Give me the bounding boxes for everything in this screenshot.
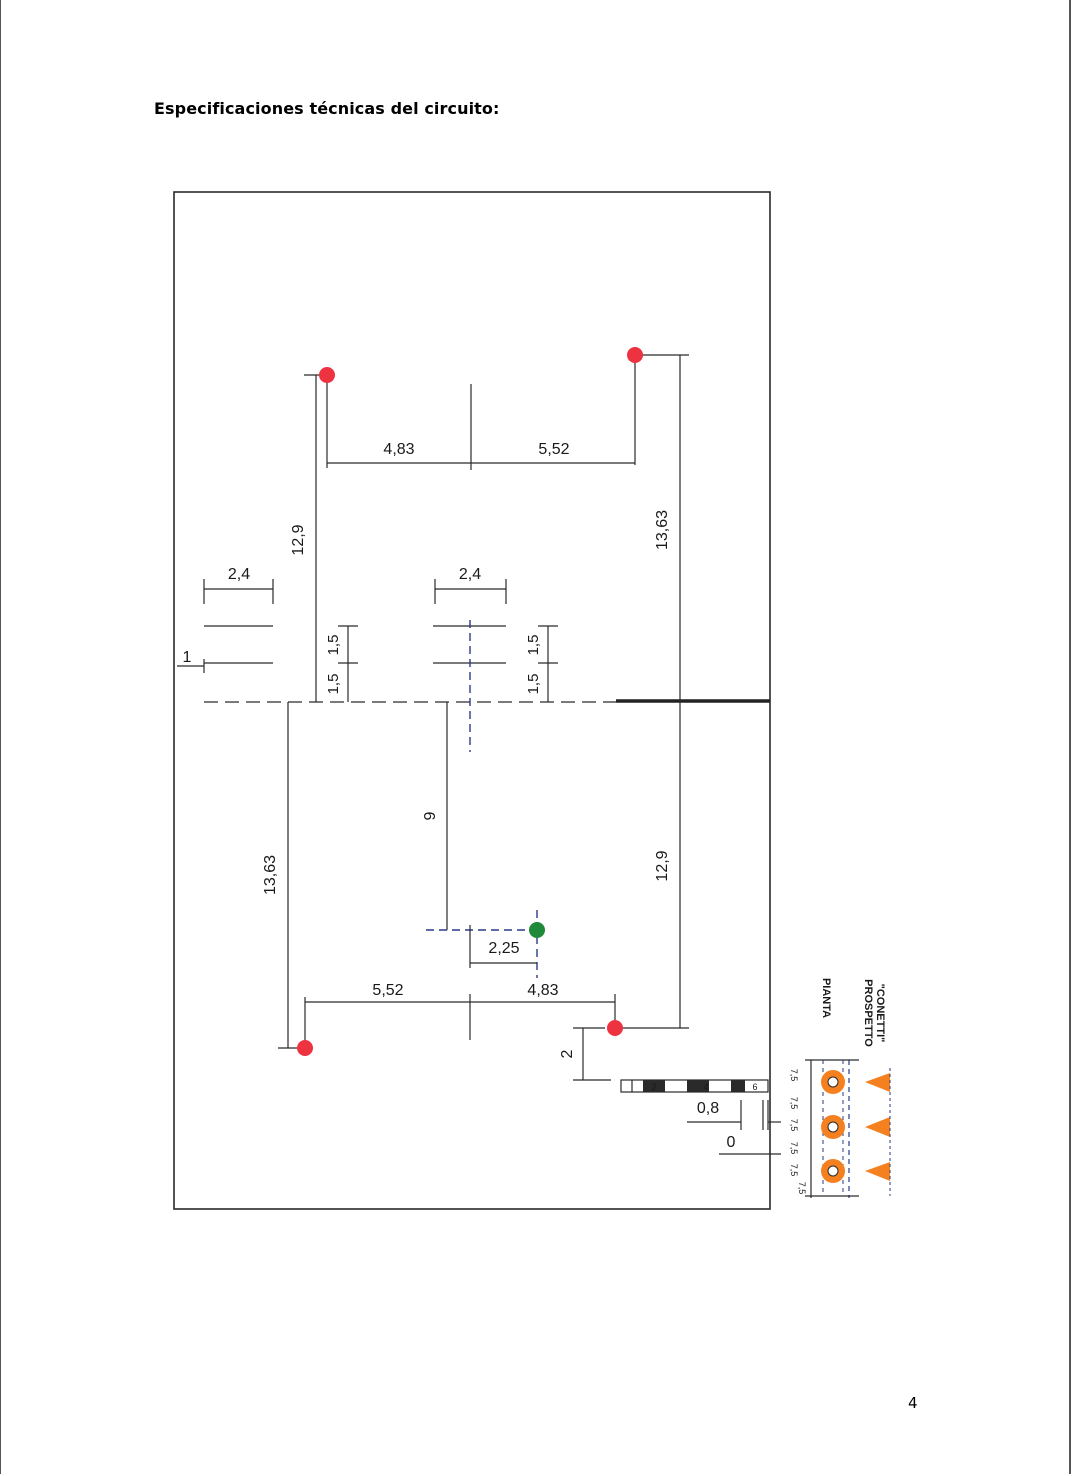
finish-marker [529, 922, 545, 938]
dim-top-left-span: 4,83 [383, 441, 414, 458]
dim-finish-offset: 2,25 [488, 940, 519, 957]
dim-center-vertical: 9 [422, 811, 439, 820]
start-marker-bottom-left [297, 1040, 313, 1056]
cone-plan-2 [821, 1115, 845, 1139]
dim-bottom-offset: 2 [559, 1049, 576, 1058]
dim-bottom-right-span: 4,83 [527, 982, 558, 999]
dim-gate-spacing-left-a: 1,5 [325, 635, 342, 656]
dim-scale-0: 0 [727, 1134, 736, 1151]
legend-pianta: PIANTA [820, 978, 832, 1018]
dim-bottom-left-span: 5,52 [372, 982, 403, 999]
legend-title: "CONETTI" [874, 984, 886, 1043]
dim-scale-0-8: 0,8 [697, 1100, 719, 1117]
cone-plan-1 [821, 1070, 845, 1094]
legend-spacing-3: 7,5 [789, 1119, 799, 1132]
scale-tick-6: 6 [752, 1082, 757, 1092]
dim-right-vertical: 13,63 [654, 510, 671, 550]
cones-legend: "CONETTI" PROSPETTO PIANTA 7,5 7,5 7,5 7… [789, 978, 891, 1198]
dim-lower-right-vertical: 12,9 [654, 850, 671, 881]
scale-tick-2: 2 [651, 1082, 656, 1092]
legend-spacing-1: 7,5 [789, 1069, 799, 1082]
dim-left-vertical: 12,9 [290, 524, 307, 555]
dim-gate-spacing-left-b: 1,5 [325, 674, 342, 695]
start-marker-top-right [627, 347, 643, 363]
legend-spacing-2: 7,5 [789, 1097, 799, 1110]
cone-elevation-1 [865, 1073, 890, 1092]
cone-plan-3 [821, 1159, 845, 1183]
start-marker-top-left [319, 367, 335, 383]
dim-lower-left-vertical: 13,63 [262, 855, 279, 895]
page-heading: Especificaciones técnicas del circuito: [154, 99, 500, 118]
dim-top-right-span: 5,52 [538, 441, 569, 458]
dim-gate-width-center: 2,4 [459, 566, 481, 583]
dim-gate-spacing-center-a: 1,5 [525, 635, 542, 656]
dim-gate-spacing-center-b: 1,5 [525, 674, 542, 695]
legend-prospetto: PROSPETTO [862, 979, 874, 1047]
dim-offset: 1 [183, 649, 192, 666]
scale-tick-4: 4 [703, 1082, 708, 1092]
page-number: 4 [908, 1394, 918, 1412]
legend-spacing-4: 7,5 [789, 1142, 799, 1155]
legend-spacing-6: 7,5 [797, 1182, 807, 1195]
cone-elevation-2 [865, 1117, 890, 1137]
start-marker-bottom-right [607, 1020, 623, 1036]
dim-gate-width-left: 2,4 [228, 566, 250, 583]
cone-elevation-3 [865, 1162, 890, 1181]
legend-spacing-5: 7,5 [789, 1164, 799, 1177]
